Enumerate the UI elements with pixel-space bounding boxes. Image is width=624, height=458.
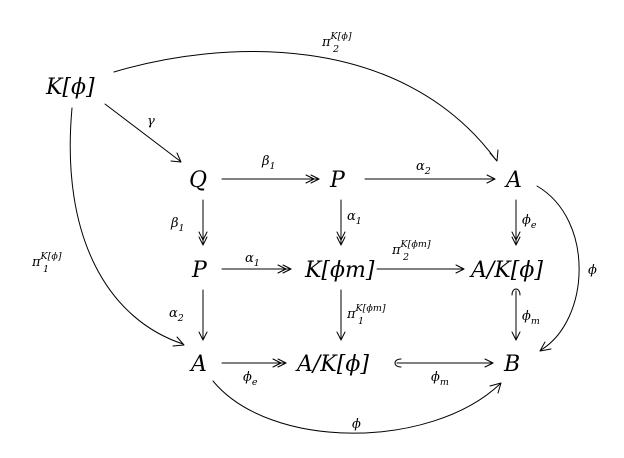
label-phi-m-bottom: ϕm: [431, 370, 449, 388]
arrow-a-to-b-bottom: [212, 380, 502, 434]
label-pi1-k-phi-m: πK[ϕm]1: [346, 303, 386, 327]
node-a-over-k-phi-right: A/K[ϕ]: [469, 258, 543, 283]
label-alpha1-mid: α1: [245, 251, 260, 269]
node-k-phi-m: K[ϕm]: [304, 258, 375, 283]
label-alpha1-vertical: α1: [347, 209, 362, 227]
label-alpha2-top: α2: [416, 159, 431, 177]
label-phi-e-bottom: ϕe: [243, 370, 258, 388]
arrow-q-to-p-top: [221, 174, 320, 184]
node-k-phi: K[ϕ]: [45, 75, 95, 100]
node-b: B: [503, 352, 520, 377]
arrow-a-to-a-over-k-phi-bottom: [221, 358, 287, 368]
label-pi1-k-phi: πK[ϕ]1: [31, 251, 62, 275]
node-a-bottom: A: [189, 352, 207, 377]
arrows: [69, 50, 580, 434]
label-pi2-k-phi: πK[ϕ]2: [321, 31, 352, 55]
arrow-p-to-a-left: [198, 289, 208, 341]
node-a-top: A: [504, 168, 522, 193]
arrow-a-to-b-right: [536, 185, 580, 352]
node-p-mid: P: [191, 258, 208, 283]
label-alpha2-left: α2: [169, 306, 184, 324]
label-pi2-k-phi-m: πK[ϕm]2: [391, 239, 431, 263]
arrow-p-to-k-phi-m-vertical: [336, 199, 346, 246]
node-p-top: P: [329, 168, 346, 193]
node-a-over-k-phi-bottom: A/K[ϕ]: [295, 352, 369, 377]
arrow-p-to-a-top: [364, 174, 496, 184]
arrow-p-to-k-phi-m-horizontal: [221, 264, 292, 274]
arrow-k-phi-to-a-top: [113, 50, 499, 162]
arrow-a-over-k-phi-to-b-bottom: [394, 358, 494, 368]
arrow-labels: πK[ϕ]2 γ β1 α2 β1 α1 ϕe πK[ϕ]1 α1 πK[ϕm]…: [31, 31, 597, 432]
label-phi-m-right: ϕm: [522, 309, 540, 327]
label-phi-right-curve: ϕ: [588, 263, 597, 278]
arrow-a-over-k-phi-to-b-right: [511, 288, 521, 341]
arrow-k-phi-to-q: [104, 103, 182, 163]
arrow-a-to-a-over-k-phi-right: [511, 199, 521, 246]
label-gamma: γ: [147, 114, 155, 129]
arrow-k-phi-to-a-bottom: [69, 107, 185, 347]
arrow-k-phi-m-to-a-over-k-phi-bottom: [336, 289, 346, 341]
label-beta1-top: β1: [261, 154, 276, 172]
arrow-q-to-p-left: [198, 199, 208, 246]
arrow-k-phi-m-to-a-over-k-phi: [376, 264, 465, 274]
label-phi-bottom-curve: ϕ: [352, 417, 361, 432]
nodes: K[ϕ] Q P A P K[ϕm] A/K[ϕ] A A/K[ϕ] B: [45, 75, 543, 377]
node-q: Q: [189, 168, 207, 193]
label-phi-e-right: ϕe: [522, 213, 537, 231]
label-beta1-left: β1: [170, 216, 185, 234]
